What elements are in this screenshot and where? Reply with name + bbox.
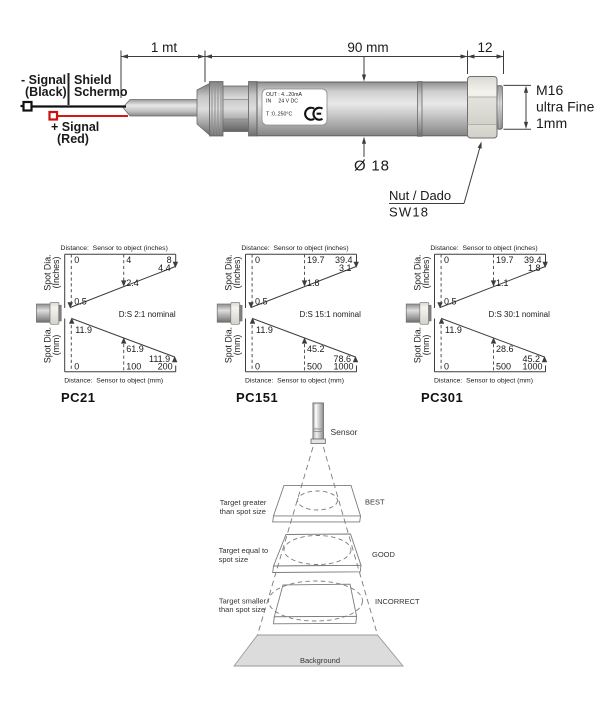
svg-text:(Black): (Black)	[25, 85, 67, 99]
svg-text:SW18: SW18	[389, 205, 429, 220]
svg-text:1000: 1000	[522, 362, 542, 372]
svg-text:than spot size: than spot size	[219, 605, 265, 614]
svg-text:78.6: 78.6	[333, 354, 351, 364]
svg-text:Distance: Sensor to object (m: Distance: Sensor to object (mm)	[434, 378, 533, 385]
svg-text:500: 500	[496, 362, 511, 372]
svg-text:INCORRECT: INCORRECT	[375, 597, 420, 606]
svg-text:1.8: 1.8	[307, 278, 320, 288]
svg-text:0.5: 0.5	[255, 297, 268, 307]
svg-text:- Signal: - Signal	[21, 73, 66, 87]
svg-text:IN 24 V DC: IN 24 V DC	[266, 99, 298, 105]
svg-text:BEST: BEST	[365, 498, 385, 507]
svg-text:than spot size: than spot size	[220, 507, 266, 516]
svg-text:(mm): (mm)	[51, 335, 61, 356]
svg-text:D:S 30:1 nominal: D:S 30:1 nominal	[489, 310, 551, 319]
svg-text:Distance: Sensor to object (i: Distance: Sensor to object (inches)	[241, 245, 348, 252]
svg-text:0: 0	[444, 255, 449, 265]
svg-text:0: 0	[74, 362, 79, 372]
svg-text:1mm: 1mm	[536, 115, 567, 131]
svg-text:Schermo: Schermo	[74, 85, 128, 99]
svg-text:PC21: PC21	[61, 390, 96, 405]
svg-text:spot size: spot size	[219, 555, 249, 564]
svg-text:Background: Background	[300, 656, 340, 665]
svg-text:0.5: 0.5	[444, 297, 457, 307]
svg-text:Spot Dia.: Spot Dia.	[43, 327, 53, 363]
svg-text:0.5: 0.5	[74, 297, 87, 307]
svg-text:28.6: 28.6	[496, 344, 514, 354]
svg-text:200: 200	[158, 362, 173, 372]
svg-text:Distance: Sensor to object (i: Distance: Sensor to object (inches)	[61, 245, 168, 252]
svg-text:Target greater: Target greater	[220, 498, 267, 507]
svg-text:Shield: Shield	[74, 73, 112, 87]
svg-text:(Inches): (Inches)	[421, 257, 431, 289]
svg-text:Spot Dia.: Spot Dia.	[224, 327, 234, 363]
svg-text:(Inches): (Inches)	[51, 257, 61, 289]
svg-text:45.2: 45.2	[307, 344, 325, 354]
svg-text:0: 0	[255, 362, 260, 372]
svg-text:(Red): (Red)	[57, 132, 89, 146]
svg-text:0: 0	[255, 255, 260, 265]
svg-text:1000: 1000	[333, 362, 353, 372]
svg-text:Nut / Dado: Nut / Dado	[389, 188, 451, 203]
svg-text:1.1: 1.1	[496, 278, 509, 288]
svg-text:+ Signal: + Signal	[51, 120, 99, 134]
svg-text:ultra Fine: ultra Fine	[536, 99, 595, 115]
svg-text:Ø 18: Ø 18	[354, 158, 390, 175]
svg-text:D:S 2:1 nominal: D:S 2:1 nominal	[119, 310, 176, 319]
svg-text:T :0..250°C: T :0..250°C	[266, 112, 292, 118]
svg-text:Target equal to: Target equal to	[219, 546, 269, 555]
svg-text:8: 8	[167, 255, 172, 265]
svg-text:PC301: PC301	[421, 390, 463, 405]
svg-text:1.8: 1.8	[528, 263, 541, 273]
svg-text:0: 0	[74, 255, 79, 265]
svg-text:11.9: 11.9	[445, 325, 462, 335]
svg-text:19.7: 19.7	[307, 255, 325, 265]
svg-text:PC151: PC151	[236, 390, 278, 405]
svg-text:GOOD: GOOD	[372, 550, 396, 559]
svg-text:11.9: 11.9	[75, 325, 92, 335]
svg-text:61.9: 61.9	[126, 344, 144, 354]
svg-text:39.4: 39.4	[524, 255, 542, 265]
svg-text:111.9: 111.9	[149, 354, 170, 364]
svg-text:Spot Dia.: Spot Dia.	[413, 254, 423, 290]
svg-text:Distance: Sensor to object (m: Distance: Sensor to object (mm)	[245, 378, 344, 385]
svg-text:100: 100	[126, 362, 141, 372]
svg-text:(mm): (mm)	[232, 335, 242, 356]
svg-text:(Inches): (Inches)	[232, 257, 242, 289]
svg-text:(mm): (mm)	[421, 335, 431, 356]
svg-text:Distance: Sensor to object (i: Distance: Sensor to object (inches)	[430, 245, 537, 252]
svg-text:500: 500	[307, 362, 322, 372]
svg-text:1 mt: 1 mt	[151, 40, 178, 55]
svg-text:3.1: 3.1	[339, 263, 352, 273]
svg-text:D:S 15:1 nominal: D:S 15:1 nominal	[300, 310, 362, 319]
svg-text:Spot Dia.: Spot Dia.	[224, 254, 234, 290]
svg-text:0: 0	[444, 362, 449, 372]
svg-text:M16: M16	[536, 82, 563, 98]
svg-text:OUT : 4...20mA: OUT : 4...20mA	[266, 92, 302, 98]
svg-text:4: 4	[126, 255, 131, 265]
svg-text:Distance: Sensor to object (m: Distance: Sensor to object (mm)	[64, 378, 163, 385]
svg-text:90 mm: 90 mm	[347, 40, 388, 55]
svg-text:45.2: 45.2	[522, 354, 540, 364]
svg-text:4.4: 4.4	[158, 263, 171, 273]
svg-text:12: 12	[477, 40, 492, 55]
svg-text:Target smaller: Target smaller	[219, 597, 267, 606]
svg-text:Spot Dia.: Spot Dia.	[43, 254, 53, 290]
svg-text:39.4: 39.4	[335, 255, 353, 265]
svg-text:11.9: 11.9	[256, 325, 273, 335]
svg-text:2.4: 2.4	[126, 278, 139, 288]
svg-text:19.7: 19.7	[496, 255, 514, 265]
svg-text:Sensor: Sensor	[331, 427, 358, 437]
svg-text:Spot Dia.: Spot Dia.	[413, 327, 423, 363]
